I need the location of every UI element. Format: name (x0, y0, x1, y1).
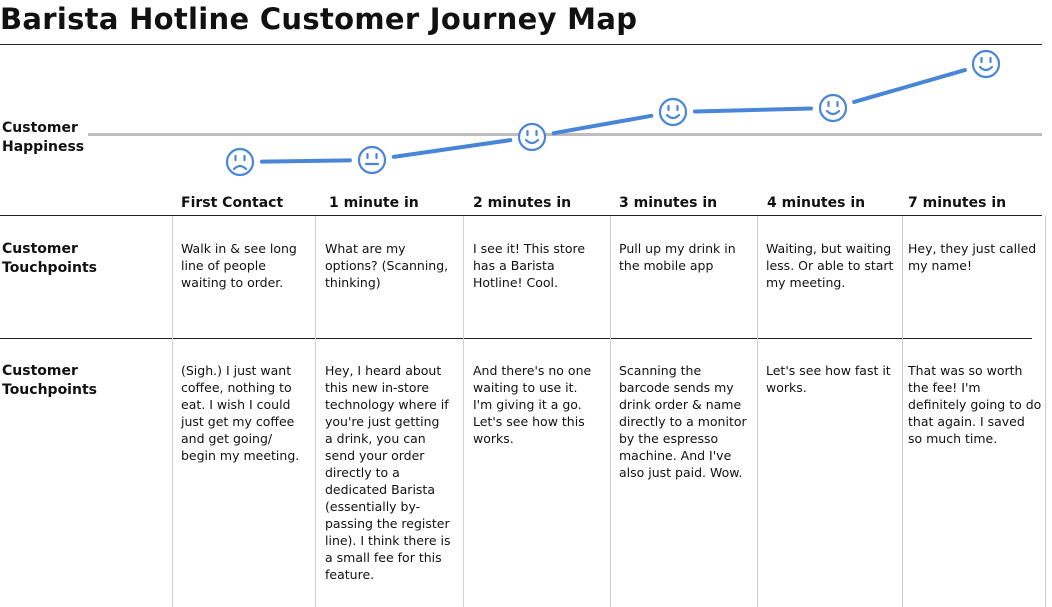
happy-face-icon (971, 49, 1001, 79)
cell-row2-2-minutes: And there's no one waiting to use it. I'… (473, 363, 592, 446)
journey-faces (225, 49, 1001, 177)
cell-row2-3-minutes: Scanning the barcode sends my drink orde… (619, 363, 747, 480)
column-divider (1045, 216, 1046, 607)
stage-1-minute: 1 minute in (329, 195, 419, 211)
cell-row1-7-minutes: Hey, they just called my name! (908, 241, 1037, 273)
cell-row1-first-contact: Walk in & see long line of people waitin… (181, 241, 297, 290)
page-title: Barista Hotline Customer Journey Map (0, 2, 638, 36)
column-divider (902, 216, 903, 607)
cell-row1-3-minutes: Pull up my drink in the mobile app (619, 241, 736, 273)
happy-face-icon (818, 93, 848, 123)
column-divider (610, 216, 611, 607)
stage-first-contact: First Contact (181, 195, 284, 211)
title-divider (0, 44, 1042, 45)
happiness-baseline (88, 133, 1042, 136)
journey-segment (259, 158, 353, 164)
cell-row2-1-minute: Hey, I heard about this new in-store tec… (325, 363, 451, 582)
column-divider (757, 216, 758, 607)
stage-2-minutes: 2 minutes in (473, 195, 572, 211)
sad-face-icon (225, 147, 255, 177)
row-label-touchpoints-1: Customer Touchpoints (2, 241, 97, 276)
cell-row1-1-minute: What are my options? (Scanning, thinking… (325, 241, 449, 290)
cell-row1-2-minutes: I see it! This store has a Barista Hotli… (473, 241, 586, 290)
cell-row2-4-minutes: Let's see how fast it works. (766, 363, 891, 395)
row-label-touchpoints-2: Customer Touchpoints (2, 363, 97, 398)
journey-segment (852, 68, 967, 104)
neutral-face-icon (357, 145, 387, 175)
column-divider (463, 216, 464, 607)
header-divider (0, 215, 1042, 216)
happiness-label: Customer Happiness (2, 120, 85, 155)
cell-row1-4-minutes: Waiting, but waiting less. Or able to st… (766, 241, 894, 290)
happy-face-icon (658, 97, 688, 127)
row-divider (0, 338, 1032, 339)
journey-segment (551, 113, 654, 136)
journey-segment (391, 138, 513, 159)
journey-line-segments (259, 68, 967, 164)
stage-4-minutes: 4 minutes in (767, 195, 866, 211)
stage-7-minutes: 7 minutes in (908, 195, 1007, 211)
happiness-curve (225, 49, 1001, 177)
cell-row2-first-contact: (Sigh.) I just want coffee, nothing to e… (181, 363, 300, 463)
cell-row2-7-minutes: That was so worth the fee! I'm definitel… (908, 363, 1042, 446)
journey-segment (692, 106, 814, 114)
column-divider (172, 216, 173, 607)
stage-3-minutes: 3 minutes in (619, 195, 718, 211)
column-divider (315, 216, 316, 607)
happy-face-icon (517, 122, 547, 152)
